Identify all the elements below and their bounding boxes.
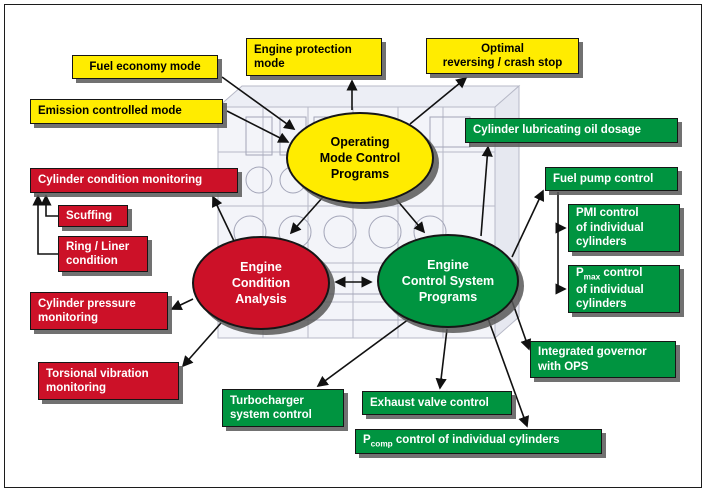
box-integrated-governor-ops: Integrated governor with OPS	[530, 341, 676, 378]
pmax-label: Pmax control of individual cylinders	[576, 267, 644, 311]
box-exhaust-valve-control: Exhaust valve control	[362, 391, 512, 415]
hub-engine-control-system-programs: Engine Control System Programs	[377, 234, 519, 328]
pcomp-label: Pcomp control of individual cylinders	[363, 434, 560, 449]
box-pmax-control: Pmax control of individual cylinders	[568, 265, 680, 313]
box-pmi-control: PMI control of individual cylinders	[568, 204, 680, 252]
box-scuffing: Scuffing	[58, 205, 128, 227]
box-fuel-pump-control: Fuel pump control	[545, 167, 678, 191]
box-optimal-reversing-crash-stop: Optimal reversing / crash stop	[426, 38, 579, 74]
box-emission-controlled-mode: Emission controlled mode	[30, 99, 223, 124]
box-cylinder-lubricating-oil-dosage: Cylinder lubricating oil dosage	[465, 118, 678, 143]
box-engine-protection-mode: Engine protection mode	[246, 38, 382, 76]
hub-engine-condition-analysis: Engine Condition Analysis	[192, 236, 330, 330]
box-pcomp-control: Pcomp control of individual cylinders	[355, 429, 602, 454]
box-turbocharger-system-control: Turbocharger system control	[222, 389, 344, 427]
hub-operating-mode-programs: Operating Mode Control Programs	[286, 112, 434, 204]
box-ring-liner-condition: Ring / Liner condition	[58, 236, 148, 272]
box-cylinder-pressure-monitoring: Cylinder pressure monitoring	[30, 292, 168, 330]
box-cylinder-condition-monitoring: Cylinder condition monitoring	[30, 168, 238, 193]
box-torsional-vibration-monitoring: Torsional vibration monitoring	[38, 362, 179, 400]
box-fuel-economy-mode: Fuel economy mode	[72, 55, 218, 79]
